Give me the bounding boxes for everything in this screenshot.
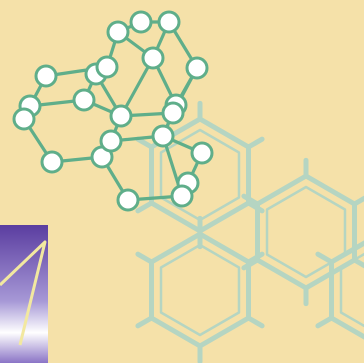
molecule-atom bbox=[141, 46, 165, 70]
molecule-atom bbox=[106, 20, 130, 44]
molecule-atom bbox=[190, 141, 214, 165]
hexagon-spoke bbox=[135, 200, 155, 214]
molecule-atom bbox=[151, 124, 175, 148]
hexagon-spoke bbox=[315, 251, 335, 265]
molecule-atoms bbox=[12, 10, 214, 212]
molecule-atom bbox=[170, 184, 194, 208]
molecule-atom bbox=[157, 10, 181, 34]
hexagon-inner-ring bbox=[339, 252, 364, 328]
molecule-atom bbox=[161, 101, 185, 125]
hexagon-inner-ring bbox=[159, 243, 241, 337]
molecule-atom bbox=[99, 129, 123, 153]
hexagon-inner-ring bbox=[265, 185, 347, 279]
molecule-atom bbox=[40, 150, 64, 174]
molecule-atom bbox=[34, 64, 58, 88]
molecule-atom bbox=[116, 188, 140, 212]
molecule-atom bbox=[129, 10, 153, 34]
molecule-atom bbox=[95, 55, 119, 79]
hexagon-spoke bbox=[135, 315, 155, 329]
hexagon-spoke bbox=[245, 251, 265, 265]
molecule-atom bbox=[72, 88, 96, 112]
hexagon-ring bbox=[329, 240, 364, 340]
hexagon-ring bbox=[149, 231, 251, 349]
molecule-atom bbox=[109, 104, 133, 128]
hexagon-spoke bbox=[245, 315, 265, 329]
hexagon-ring-pattern bbox=[135, 100, 364, 363]
hexagon-spoke bbox=[135, 251, 155, 265]
hexagon-spoke bbox=[351, 257, 364, 269]
molecule-atom bbox=[12, 107, 36, 131]
hexagon-spoke bbox=[241, 193, 261, 207]
hexagon-spoke bbox=[245, 136, 265, 150]
hexagon-spoke bbox=[351, 195, 364, 207]
hexagon-spoke bbox=[135, 136, 155, 150]
molecule-atom bbox=[185, 56, 209, 80]
gradient-panel bbox=[0, 225, 48, 363]
hexagon-spoke bbox=[315, 315, 335, 329]
panel-line-icon bbox=[0, 240, 47, 346]
